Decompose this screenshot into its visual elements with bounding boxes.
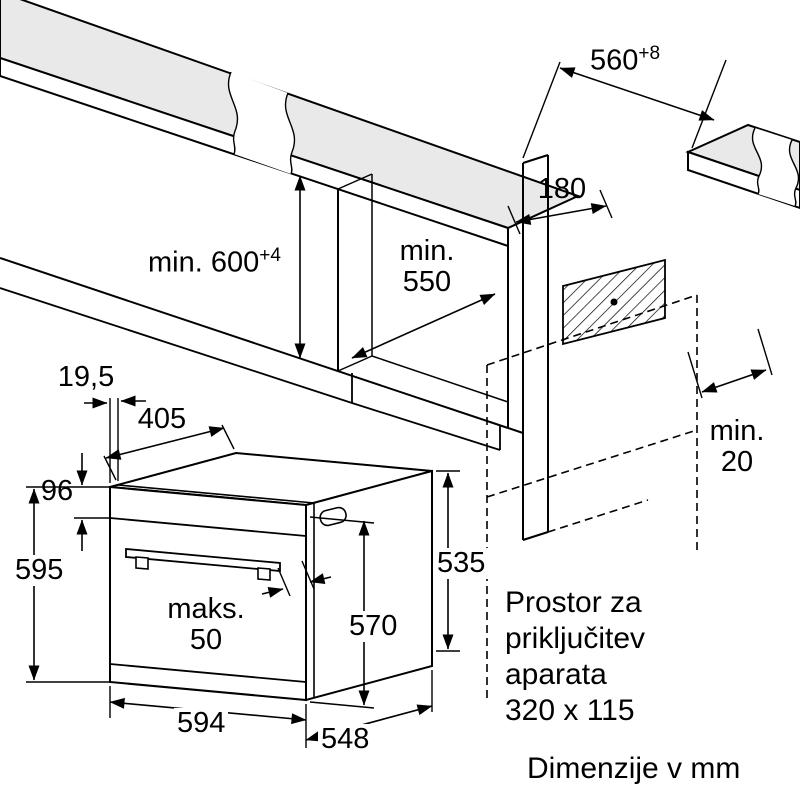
oven-niche xyxy=(0,173,509,451)
dim-oven-height: 595 xyxy=(12,555,67,586)
dim-panel-height: 96 xyxy=(40,475,74,507)
dim-rear-gap: min. 20 xyxy=(703,416,771,478)
side-latch-detail xyxy=(319,506,347,527)
dim-oven-depth: 548 xyxy=(318,724,373,755)
note-units: Dimenzije v mm xyxy=(527,752,741,785)
connection-point-dot xyxy=(610,298,618,306)
dim-rear-gap-value: 20 xyxy=(720,446,754,478)
dim-rear-gap-prefix: min. xyxy=(709,415,765,447)
dim-niche-width-value: 560 xyxy=(590,44,639,77)
break-wave-right-1 xyxy=(751,127,763,195)
dim-niche-width-tolerance: +8 xyxy=(638,43,661,64)
control-panel-line xyxy=(109,517,307,537)
break-wave-left-1 xyxy=(227,71,239,155)
note-connection-space-line2: priključitev xyxy=(505,622,646,655)
hidden-edges xyxy=(486,294,698,700)
dim-inner-height: 570 xyxy=(346,611,401,642)
countertop-left xyxy=(0,0,581,248)
oven-drawing xyxy=(109,451,433,702)
dim-line-550 xyxy=(351,293,496,359)
dim-front-overhang: 19,5 xyxy=(57,361,115,393)
break-wave-left-2 xyxy=(284,92,296,175)
dim-niche-height-value: min. 600 xyxy=(148,246,260,279)
dim-handle-depth: maks. 50 xyxy=(156,594,256,656)
dim-vent-offset: 180 xyxy=(537,173,587,205)
dim-line-180 xyxy=(515,203,607,225)
dim-handle-depth-prefix: maks. xyxy=(167,593,245,625)
niche-dimension-arrows xyxy=(294,59,773,399)
dim-handle-depth-value: 50 xyxy=(189,624,223,656)
dim-line-min20 xyxy=(701,369,767,393)
countertop-right xyxy=(685,123,800,210)
note-connection-space-line3: aparata xyxy=(505,658,607,691)
note-connection-space-size: 320 x 115 xyxy=(505,694,635,727)
dim-niche-depth: min. 550 xyxy=(388,236,466,298)
dim-oven-width: 594 xyxy=(174,708,229,739)
dim-niche-depth-value: 550 xyxy=(402,266,452,298)
dim-rear-height: 535 xyxy=(434,548,489,579)
dim-line-560 xyxy=(559,67,715,121)
dim-niche-width: 560+8 xyxy=(590,38,660,77)
dim-niche-height: min. 600+4 xyxy=(148,240,281,279)
dim-line-405 xyxy=(105,426,225,460)
note-connection-space-line1: Prostor za xyxy=(505,586,642,619)
door-bottom-line xyxy=(109,663,307,683)
plinth xyxy=(0,287,501,451)
dim-niche-height-tolerance: +4 xyxy=(259,245,281,266)
break-wave-right-2 xyxy=(788,139,800,207)
dim-top-depth: 405 xyxy=(137,403,187,435)
dim-niche-depth-prefix: min. xyxy=(399,235,455,267)
connection-cutout xyxy=(562,258,666,346)
